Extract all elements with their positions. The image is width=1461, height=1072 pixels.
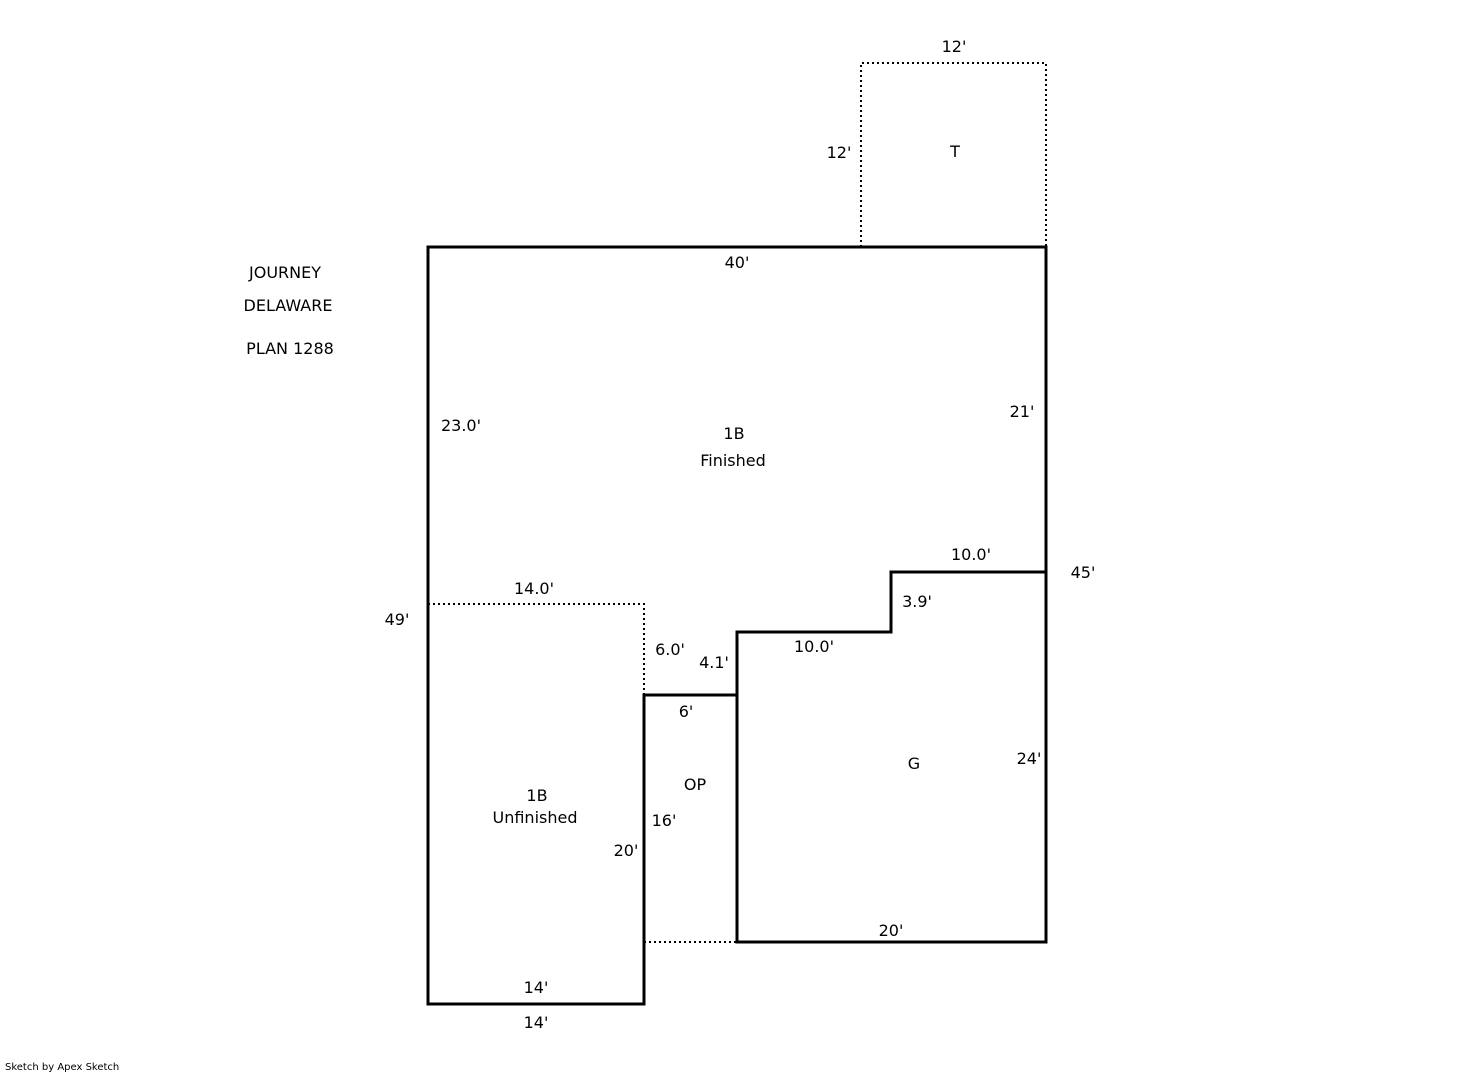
exterior-wall-finished	[426, 245, 1048, 1006]
dim-label: 24'	[1017, 749, 1042, 768]
dim-label: 14'	[524, 1013, 549, 1032]
dim-label: 6'	[679, 702, 694, 721]
dim-label: 3.9'	[902, 592, 932, 611]
dim-label: 4.1'	[699, 653, 729, 672]
dim-label: 21'	[1010, 402, 1035, 421]
area-terrace-code: T	[949, 142, 960, 161]
unfinished-boundary	[428, 603, 645, 695]
area-porch-code: OP	[684, 775, 707, 794]
dim-label: 20'	[879, 921, 904, 940]
area-finished-code: 1B	[723, 424, 744, 443]
dim-label: 10.0'	[951, 545, 991, 564]
title-line-3: PLAN 1288	[246, 339, 334, 358]
dim-label: 14.0'	[514, 579, 554, 598]
dim-label: 20'	[614, 841, 639, 860]
dim-label: 49'	[385, 610, 410, 629]
dim-label: 6.0'	[655, 640, 685, 659]
area-unfinished-code: 1B	[526, 786, 547, 805]
sketch-credit: Sketch by Apex Sketch	[5, 1062, 119, 1072]
area-garage-code: G	[908, 754, 920, 773]
area-unfinished-name: Unfinished	[493, 808, 578, 827]
title-line-2: DELAWARE	[244, 296, 333, 315]
dim-label: 12'	[827, 143, 852, 162]
dim-label: 40'	[725, 253, 750, 272]
dim-label: 16'	[652, 811, 677, 830]
dim-label: 14'	[524, 978, 549, 997]
title-line-1: JOURNEY	[248, 263, 321, 282]
dim-label: 45'	[1071, 563, 1096, 582]
dim-label: 10.0'	[794, 637, 834, 656]
dim-label: 12'	[942, 37, 967, 56]
garage-step-wall	[735, 570, 1046, 695]
terrace-outline	[860, 62, 1047, 247]
area-finished-name: Finished	[700, 451, 766, 470]
dim-label: 23.0'	[441, 416, 481, 435]
